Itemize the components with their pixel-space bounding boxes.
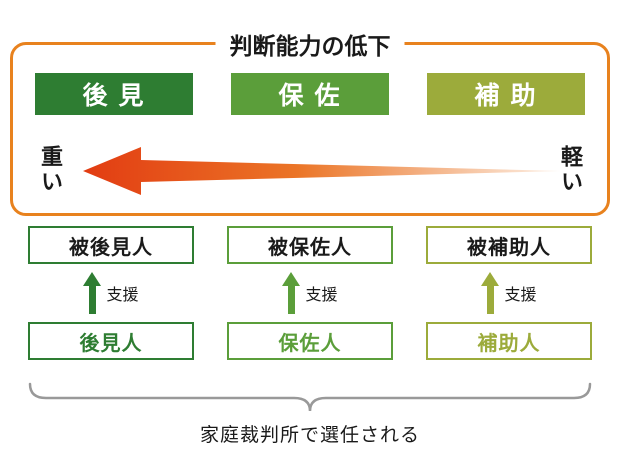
curly-brace-icon [28, 382, 592, 412]
guardian-box-hojo: 補助人 [426, 322, 592, 360]
support-label: 支援 [305, 287, 338, 304]
roles-columns: 被後見人 支援 後見人 被保佐人 支援 保佐人 被補助人 [28, 226, 592, 360]
level-box-hosa: 保 佐 [231, 73, 389, 115]
level-box-hojo: 補 助 [427, 73, 585, 115]
up-arrow-stem [486, 286, 494, 314]
guardian-box-hosa: 保佐人 [227, 322, 393, 360]
judgment-decline-panel: 判断能力の低下 後 見 保 佐 補 助 重い 軽い [10, 27, 610, 216]
footer-note: 家庭裁判所で選任される [199, 425, 420, 446]
up-arrow-icon [83, 272, 102, 314]
support-link-koken: 支援 [28, 264, 194, 322]
support-label: 支援 [106, 287, 139, 304]
column-koken: 被後見人 支援 後見人 [28, 226, 194, 360]
panel-title: 判断能力の低下 [215, 27, 405, 61]
level-box-koken: 後 見 [35, 73, 193, 115]
curly-brace-path [28, 382, 592, 412]
up-arrow-stem [88, 286, 96, 314]
guardian-box-koken: 後見人 [28, 322, 194, 360]
up-arrow-icon [481, 272, 500, 314]
support-link-hojo: 支援 [426, 264, 592, 322]
support-label: 支援 [504, 287, 537, 304]
up-arrow-icon [282, 272, 301, 314]
left-arrow-shape [83, 147, 561, 195]
up-arrow-head [83, 272, 102, 286]
column-hojo: 被補助人 支援 補助人 [426, 226, 592, 360]
ward-box-koken: 被後見人 [28, 226, 194, 264]
severity-scale: 重い 軽い [13, 139, 607, 205]
severity-arrow-icon [83, 147, 561, 195]
ward-box-hosa: 被保佐人 [227, 226, 393, 264]
ward-box-hojo: 被補助人 [426, 226, 592, 264]
up-arrow-head [282, 272, 301, 286]
severity-heavy-label: 重い [38, 145, 63, 195]
guardianship-levels: 後 見 保 佐 補 助 [13, 45, 607, 115]
severity-light-label: 軽い [558, 145, 583, 195]
up-arrow-stem [287, 286, 295, 314]
support-link-hosa: 支援 [227, 264, 393, 322]
up-arrow-head [481, 272, 500, 286]
column-hosa: 被保佐人 支援 保佐人 [227, 226, 393, 360]
